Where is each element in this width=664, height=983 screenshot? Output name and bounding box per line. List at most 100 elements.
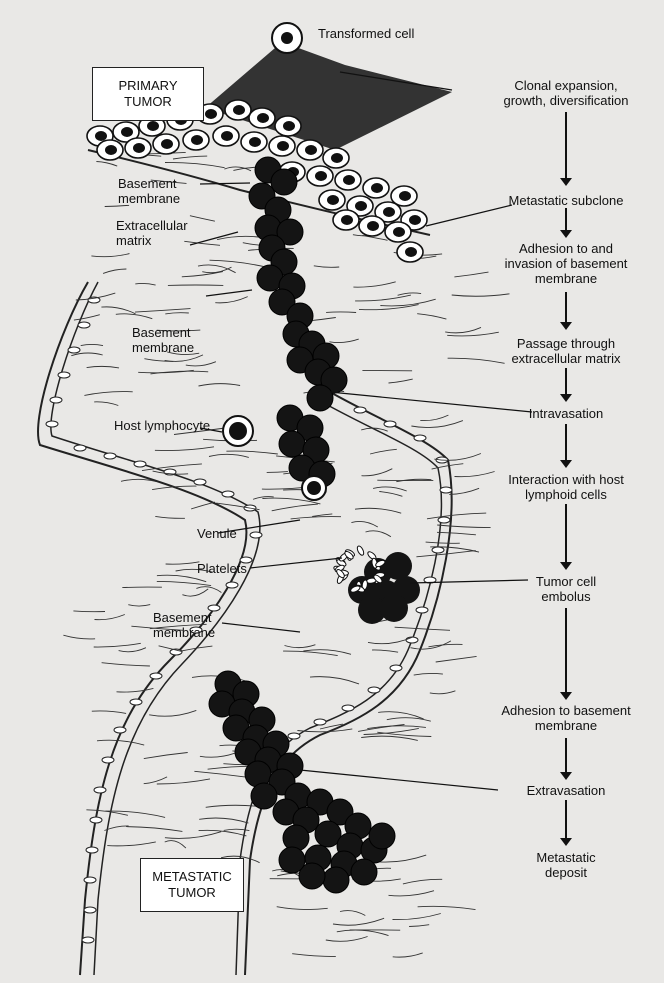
tumor-cell-nucleus (133, 143, 145, 153)
matrix-fiber (370, 449, 397, 454)
matrix-fiber (165, 355, 203, 362)
matrix-fiber (92, 711, 126, 713)
matrix-fiber (314, 266, 339, 268)
flow-arrow-head (560, 772, 572, 780)
step-adhesion-invasion: Adhesion to and invasion of basement mem… (505, 241, 628, 286)
endothelial-cell (68, 347, 80, 353)
matrix-fiber (94, 643, 141, 647)
platelet (356, 545, 365, 556)
endothelial-cell (432, 547, 444, 553)
tumor-cell-nucleus (277, 141, 289, 151)
endothelial-cell (438, 517, 450, 523)
matrix-fiber (427, 513, 486, 519)
matrix-fiber (351, 521, 377, 527)
label-basement-membrane-1: Basement membrane (118, 176, 180, 206)
step-metastatic-deposit-line-2: deposit (536, 865, 595, 880)
step-adhesion-invasion-line-3: membrane (505, 271, 628, 286)
endothelial-cell (82, 937, 94, 943)
endothelial-cell (94, 787, 106, 793)
matrix-fiber (181, 646, 213, 651)
matrix-fiber (87, 366, 119, 368)
label-platelets: Platelets (197, 561, 247, 576)
step-interaction-lymphoid: Interaction with host lymphoid cells (508, 472, 624, 502)
label-basement-membrane-3-line-2: membrane (153, 625, 215, 640)
matrix-fiber (144, 359, 173, 362)
matrix-fiber (157, 575, 206, 581)
matrix-fiber (310, 677, 359, 684)
matrix-fiber (359, 305, 419, 310)
matrix-fiber (166, 562, 200, 564)
matrix-fiber (353, 282, 395, 287)
step-passage-matrix-line-2: extracellular matrix (511, 351, 620, 366)
matrix-fiber (337, 930, 389, 936)
endothelial-cell (226, 582, 238, 588)
step-clonal-expansion-line-1: Clonal expansion, (504, 78, 629, 93)
matrix-fiber (429, 644, 463, 647)
tumor-cell-nucleus (105, 145, 117, 155)
endothelial-cell (114, 727, 126, 733)
matrix-fiber (292, 954, 336, 957)
tumor-cell-nucleus (341, 215, 353, 225)
tumor-cell-nucleus (367, 221, 379, 231)
embolus-cell (384, 552, 412, 580)
matrix-fiber (340, 911, 365, 916)
matrix-fiber (355, 508, 401, 513)
matrix-fiber (117, 688, 154, 692)
step-adhesion-invasion-line-1: Adhesion to and (505, 241, 628, 256)
matrix-fiber (414, 673, 443, 675)
endothelial-cell (104, 453, 116, 459)
tumor-cell-nucleus (383, 207, 395, 217)
matrix-fiber (329, 339, 358, 342)
tumor-cell-nucleus (257, 113, 269, 123)
endothelial-cell (390, 665, 402, 671)
tumor-cell-nucleus (221, 131, 233, 141)
tumor-cell-nucleus (405, 247, 417, 257)
label-extracellular-matrix: Extracellular matrix (116, 218, 188, 248)
endothelial-cell (150, 673, 162, 679)
matrix-fiber (430, 691, 456, 694)
endothelial-cell (416, 607, 428, 613)
matrix-fiber (155, 447, 214, 451)
endothelial-cell (222, 491, 234, 497)
matrix-fiber (437, 532, 476, 535)
matrix-fiber (116, 314, 153, 319)
step-metastatic-subclone-line-1: Metastatic subclone (509, 193, 624, 208)
matrix-fiber (389, 891, 435, 896)
endothelial-cell (84, 907, 96, 913)
matrix-fiber (144, 777, 167, 784)
label-venule: Venule (197, 526, 237, 541)
matrix-fiber (135, 309, 191, 313)
step-intravasation-line-1: Intravasation (529, 406, 603, 421)
matrix-fiber (155, 516, 185, 518)
matrix-fiber (373, 487, 407, 491)
step-clonal-expansion: Clonal expansion, growth, diversificatio… (504, 78, 629, 108)
matrix-fiber (157, 779, 210, 784)
matrix-fiber (186, 362, 216, 366)
endothelial-cell (86, 847, 98, 853)
step-metastatic-deposit-line-1: Metastatic (536, 850, 595, 865)
label-host-lymphocyte: Host lymphocyte (114, 418, 210, 433)
matrix-fiber (272, 504, 318, 511)
matrix-fiber (445, 327, 481, 332)
matrix-fiber (73, 611, 105, 612)
matrix-fiber (97, 740, 144, 745)
tumor-cell-nucleus (399, 191, 411, 201)
step-adhesion-basement-line-2: membrane (501, 718, 630, 733)
tumor-cell-nucleus (161, 139, 173, 149)
endothelial-cell (354, 407, 366, 413)
endothelial-cell (384, 421, 396, 427)
primary-tumor-line-2: TUMOR (124, 94, 172, 110)
endothelial-cell (102, 757, 114, 763)
matrix-fiber (452, 294, 510, 296)
tumor-cell-nucleus (191, 135, 203, 145)
matrix-fiber (277, 907, 328, 910)
tumor-cell-nucleus (315, 171, 327, 181)
tumor-cell-nucleus (147, 121, 159, 131)
metastatic-tumor-line-2: TUMOR (168, 885, 216, 901)
matrix-fiber (182, 589, 208, 596)
matrix-fiber (409, 925, 429, 927)
matrix-fiber (380, 299, 435, 306)
step-extravasation: Extravasation (527, 783, 606, 798)
tumor-cell-nucleus (249, 137, 261, 147)
matrix-fiber (379, 492, 402, 497)
